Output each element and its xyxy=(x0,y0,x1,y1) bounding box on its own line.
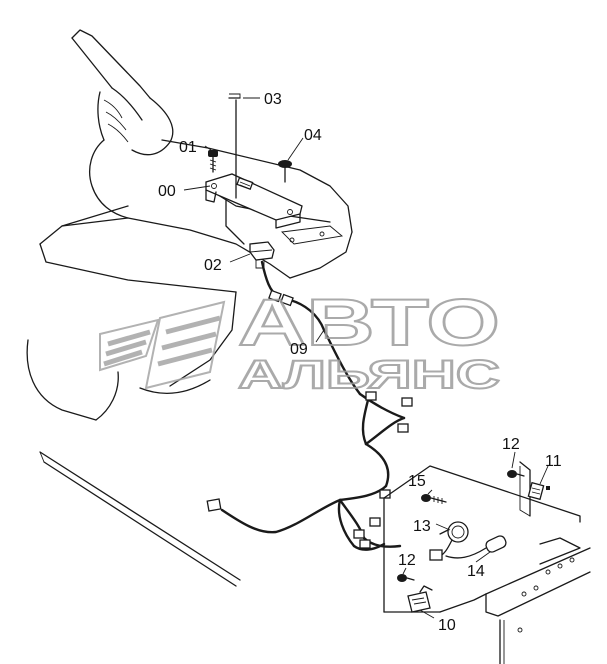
callout-11: 11 xyxy=(545,453,562,470)
screw-12-upper xyxy=(507,470,525,478)
wire-harness-09 xyxy=(220,260,406,551)
label-plate-03 xyxy=(228,93,241,199)
leader-lines xyxy=(183,97,549,619)
screw-12-lower xyxy=(397,574,415,582)
switch-11 xyxy=(527,481,550,501)
callout-04: 04 xyxy=(304,127,322,144)
callout-03: 03 xyxy=(264,91,282,108)
callout-09: 09 xyxy=(290,341,308,358)
callout-12-lower: 12 xyxy=(398,552,416,569)
callout-13: 13 xyxy=(413,518,431,535)
callout-15: 15 xyxy=(408,473,426,490)
watermark-line-1: АВТО xyxy=(238,285,500,359)
watermark-line-2: АЛЬЯНС xyxy=(238,353,500,397)
switch-02 xyxy=(249,241,275,269)
callout-02: 02 xyxy=(204,257,222,274)
callout-10: 10 xyxy=(438,617,456,634)
buzzer-13 xyxy=(429,521,469,561)
switch-10 xyxy=(407,585,433,613)
callout-12-upper: 12 xyxy=(502,436,520,453)
floor-plate-outline xyxy=(39,451,241,587)
grommet-04 xyxy=(278,160,292,183)
watermark-logo: АВТО АЛЬЯНС xyxy=(99,284,501,398)
callout-00: 00 xyxy=(158,183,176,200)
harness-connectors xyxy=(206,289,413,549)
callout-14: 14 xyxy=(467,563,485,580)
bolt-01 xyxy=(208,150,218,173)
callout-01: 01 xyxy=(179,139,197,156)
bracket-00 xyxy=(205,173,303,229)
side-panel-outline xyxy=(383,461,591,664)
resistor-14 xyxy=(445,535,507,559)
bolt-15 xyxy=(421,494,447,504)
